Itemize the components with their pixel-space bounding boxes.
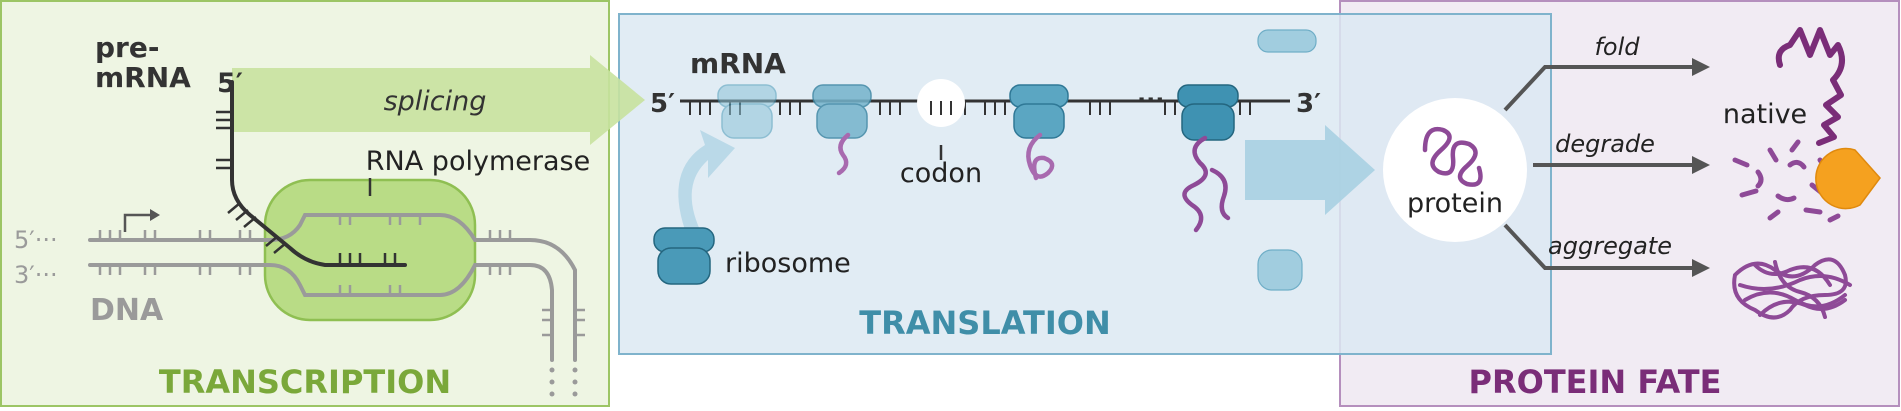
aggregate-icon — [1732, 257, 1852, 320]
dna-strands — [88, 213, 577, 362]
free-subunit-small — [1257, 29, 1317, 53]
ribosome-3 — [1009, 84, 1069, 139]
ribosome-label: ribosome — [725, 248, 851, 279]
mrna-label: mRNA — [690, 47, 786, 80]
release-arrow — [1245, 125, 1375, 215]
ribosome-2 — [812, 84, 872, 139]
ribosome-recycle-arrow — [678, 130, 735, 230]
ribosome-1 — [717, 84, 777, 139]
splicing-label: splicing — [384, 86, 487, 117]
promoter-arrow — [123, 213, 155, 232]
fate-arrows — [1503, 65, 1695, 270]
nascent-chain-4 — [1182, 135, 1231, 233]
nascent-chain-2 — [836, 132, 851, 176]
codon-label: codon — [900, 158, 982, 189]
dna-continuation-dots — [549, 367, 578, 397]
fold-label: fold — [1594, 33, 1640, 61]
protein-fate-title: PROTEIN FATE — [1469, 363, 1722, 401]
translation-title: TRANSLATION — [859, 304, 1110, 342]
dna-5prime-label: 5′··· — [14, 226, 58, 254]
mrna-5prime-label: 5′ — [650, 89, 675, 119]
rna-polymerase-label: RNA polymerase — [366, 146, 590, 177]
dna-label: DNA — [90, 293, 164, 328]
pacman-protease-icon — [1815, 147, 1881, 210]
premrna-label-line2: mRNA — [95, 61, 191, 94]
native-label: native — [1723, 99, 1807, 130]
protein-circle — [1383, 98, 1527, 242]
free-ribosome — [653, 227, 715, 285]
aggregate-label: aggregate — [1548, 232, 1672, 260]
mrna-3prime-label: 3′ — [1296, 89, 1321, 119]
pre-mrna-strand — [230, 80, 407, 267]
rna-polymerase-shape — [263, 178, 477, 322]
codon-ticks — [930, 101, 952, 115]
transcription-title: TRANSCRIPTION — [159, 363, 451, 401]
mrna-gap-dots: ··· — [1137, 86, 1164, 114]
fate-arrowheads — [1692, 58, 1710, 277]
free-subunit-large — [1257, 249, 1303, 291]
dna-3prime-label: 3′··· — [14, 261, 58, 289]
dna-base-ticks — [98, 215, 585, 337]
protein-label: protein — [1407, 188, 1503, 219]
degrade-label: degrade — [1555, 130, 1655, 158]
promoter-arrowhead — [150, 209, 160, 221]
nascent-chain-3 — [1026, 132, 1055, 181]
premrna-label-line1: pre- — [95, 31, 159, 64]
native-protein-icon — [1775, 27, 1845, 146]
premrna-5prime-label: 5′ — [217, 68, 243, 99]
protein-coil-icon — [1422, 126, 1483, 187]
splicing-arrow — [232, 55, 645, 145]
pre-mrna-base-ticks — [216, 110, 397, 265]
ribosome-4 — [1177, 84, 1239, 141]
